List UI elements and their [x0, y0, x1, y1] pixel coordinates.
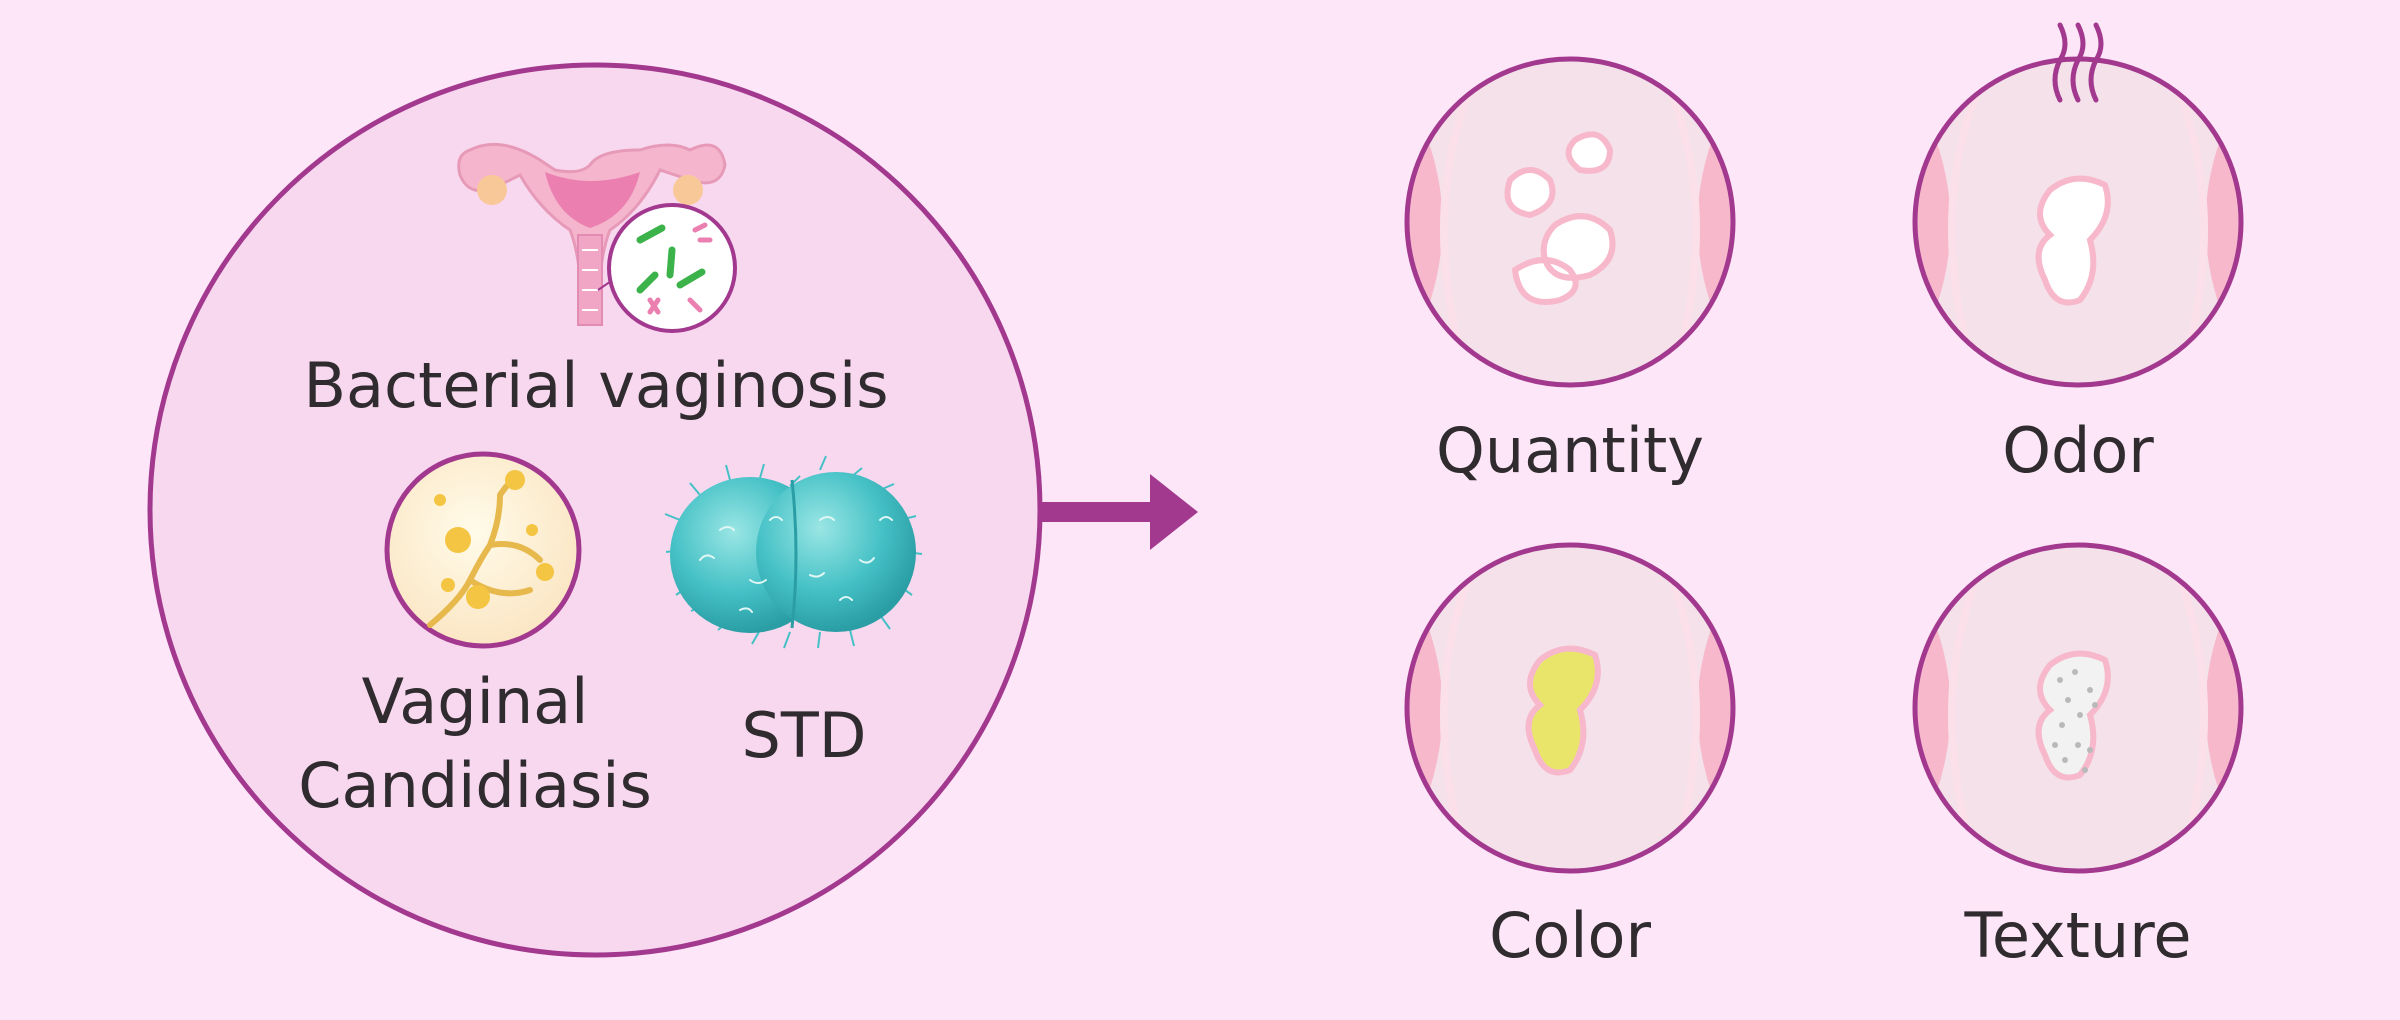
uterus-icon — [457, 142, 727, 326]
discharge-color-icon — [1404, 542, 1736, 874]
arrow-right-icon — [1040, 474, 1198, 550]
label-vaginal-candidiasis-line2: Candidiasis — [298, 749, 652, 822]
diplococcus-icon — [664, 455, 923, 649]
discharge-odor-icon — [1912, 22, 2244, 388]
label-bacterial-vaginosis: Bacterial vaginosis — [303, 349, 889, 422]
label-quantity: Quantity — [1436, 414, 1704, 487]
label-texture: Texture — [1964, 899, 2192, 972]
label-vaginal-candidiasis: Vaginal Candidiasis — [265, 660, 685, 828]
label-vaginal-candidiasis-line1: Vaginal — [361, 665, 589, 738]
label-odor: Odor — [2002, 414, 2154, 487]
discharge-texture-icon — [1912, 542, 2244, 874]
candida-icon — [384, 451, 582, 649]
label-std: STD — [741, 699, 867, 772]
bacteria-magnifier-icon — [607, 203, 737, 333]
discharge-quantity-icon — [1404, 56, 1736, 388]
label-color: Color — [1489, 899, 1651, 972]
